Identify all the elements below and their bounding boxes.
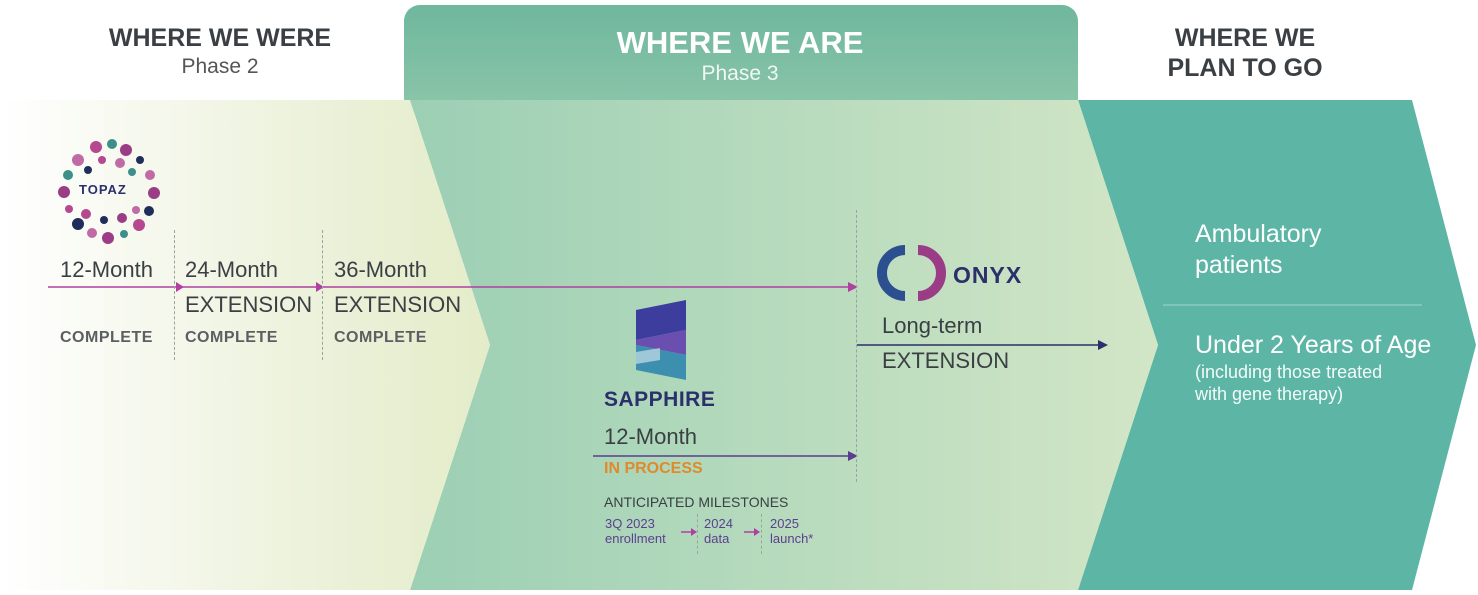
onyx-logo-mark (877, 245, 946, 301)
sapphire-milestone-3-when: 2025 (770, 516, 799, 531)
topaz-divider-1 (174, 230, 175, 360)
plan-item2-sub1: (including those treated (1195, 362, 1383, 382)
sapphire-milestone-3-what: launch* (770, 531, 814, 546)
topaz-divider-2 (322, 230, 323, 360)
plan-item2-title: Under 2 Years of Age (1195, 331, 1432, 359)
sapphire-milestone-1-what: enrollment (605, 531, 666, 546)
sapphire-anticipated-label: ANTICIPATED MILESTONES (604, 494, 789, 510)
header-plan-line1: WHERE WE (1174, 24, 1316, 52)
sapphire-milestone-2-when: 2024 (704, 516, 733, 531)
header-phase2: Phase 2 (181, 55, 259, 78)
onyx-line2: EXTENSION (882, 348, 1010, 373)
header-phase3: Phase 3 (701, 62, 779, 85)
plan-item1-line2: patients (1195, 251, 1283, 279)
arrowhead-36 (316, 282, 324, 292)
topaz-logo-dots (58, 139, 160, 244)
plan-item2-sub2: with gene therapy) (1195, 384, 1344, 404)
sapphire-milestone-1-when: 3Q 2023 (605, 516, 655, 531)
plan-chevron (1078, 100, 1476, 590)
sapphire-duration: 12-Month (604, 424, 697, 449)
sapphire-milestone-2-what: data (704, 531, 730, 546)
sapphire-logo-label: SAPPHIRE (604, 388, 716, 411)
plan-item1-line1: Ambulatory (1195, 220, 1322, 248)
milestone-divider-2 (761, 514, 762, 554)
topaz-milestone-3-label: 36-Month (334, 257, 427, 282)
header-where-we-are: WHERE WE ARE (616, 25, 864, 60)
onyx-logo-label: ONYX (953, 262, 1023, 288)
topaz-milestone-2-sub: EXTENSION (185, 292, 313, 317)
topaz-milestone-1-label: 12-Month (60, 257, 153, 282)
sapphire-status: IN PROCESS (604, 460, 703, 477)
topaz-milestone-2-label: 24-Month (185, 257, 278, 282)
topaz-milestone-3-sub: EXTENSION (334, 292, 462, 317)
onyx-divider (856, 210, 857, 482)
onyx-line1: Long-term (882, 313, 983, 338)
phase3-chevron (410, 100, 1158, 590)
phase3-header-tab (404, 5, 1078, 115)
arrowhead-onyx (848, 282, 858, 292)
arrowhead-24 (176, 282, 184, 292)
header-where-we-were: WHERE WE WERE (108, 24, 332, 52)
topaz-logo-label: TOPAZ (79, 182, 127, 197)
milestone-divider-1 (697, 514, 698, 554)
topaz-milestone-3-status: COMPLETE (334, 329, 427, 346)
sapphire-logo-mark (636, 300, 686, 380)
topaz-milestone-2-status: COMPLETE (185, 329, 278, 346)
header-plan-line2: PLAN TO GO (1167, 54, 1323, 82)
topaz-milestone-1-status: COMPLETE (60, 329, 153, 346)
